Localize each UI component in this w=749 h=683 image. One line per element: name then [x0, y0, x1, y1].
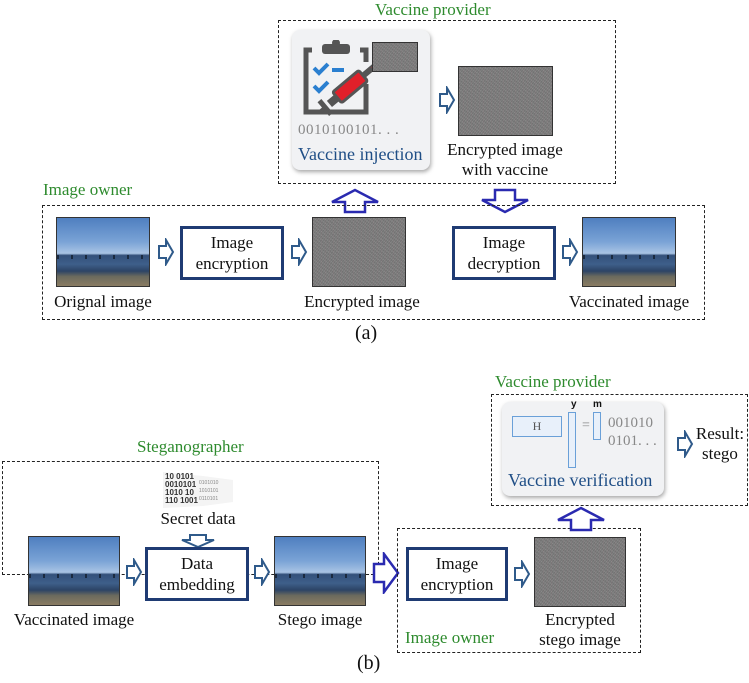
vaccinated-image-label-b: Vaccinated image — [13, 610, 135, 629]
svg-text:1010101: 1010101 — [199, 488, 219, 494]
svg-text:0010101: 0010101 — [165, 480, 197, 489]
image-owner-title-b: Image owner — [405, 628, 495, 647]
binary-vaccine-text: 0010100101. . . — [298, 122, 400, 138]
image-owner-group-a — [42, 205, 705, 320]
svg-text:1010 10: 1010 10 — [165, 488, 194, 497]
vaccinated-image-a — [582, 217, 676, 287]
process-label: embedding — [159, 575, 235, 594]
matrix-h: H — [512, 416, 562, 437]
arrow-right-icon — [158, 238, 175, 266]
process-label: Image — [435, 554, 479, 573]
vaccinated-image-b — [28, 536, 120, 606]
vaccine-verification-title: Vaccine verification — [508, 470, 653, 490]
process-label: Data — [180, 554, 214, 573]
result-label-1: Result: — [695, 424, 745, 443]
process-label: encryption — [195, 254, 269, 273]
big-arrow-up-icon — [331, 188, 379, 214]
equals-sign: = — [582, 418, 590, 433]
image-owner-title-a: Image owner — [43, 180, 133, 199]
svg-text:110 1001: 110 1001 — [165, 496, 198, 505]
process-label: encryption — [420, 575, 494, 594]
vaccine-provider-group-a — [278, 20, 616, 184]
image-encryption-process-a: Image encryption — [180, 226, 284, 280]
encrypted-image-label: Encrypted image — [304, 292, 420, 311]
process-label: decryption — [467, 254, 541, 273]
big-arrow-right-icon — [372, 552, 400, 594]
original-image-label: Orignal image — [54, 292, 152, 311]
vaccine-verification-card: H y = m 001010 0101. . . Vaccine verific… — [502, 399, 664, 496]
steganographer-title: Steganographer — [137, 437, 244, 456]
svg-text:0110101: 0110101 — [199, 496, 218, 502]
vaccine-injection-card: 0010100101. . . Vaccine injection — [292, 30, 430, 170]
vaccine-provider-title-b: Vaccine provider — [495, 372, 611, 391]
clipboard-syringe-icon — [303, 40, 389, 116]
original-image — [56, 217, 150, 287]
encrypted-stego-image — [534, 537, 626, 607]
arrow-right-icon — [562, 238, 579, 266]
svg-text:10 0101: 10 0101 — [165, 472, 194, 481]
m-label: m — [593, 399, 602, 410]
binary-line-1: 001010 — [608, 415, 653, 431]
encrypted-thumbnail — [372, 42, 418, 72]
secret-data-label: Secret data — [160, 509, 236, 528]
result-label-2: stego — [702, 444, 738, 463]
stego-image — [274, 536, 366, 606]
encrypted-stego-label-2: stego image — [539, 630, 621, 649]
arrow-right-icon — [677, 430, 694, 458]
secret-data-binary-icon: 10 0101 0010101 1010 10 110 1001 0101010… — [163, 472, 233, 508]
arrow-right-icon — [291, 238, 308, 266]
arrow-right-icon — [126, 558, 143, 586]
image-encryption-process-b: Image encryption — [406, 547, 508, 601]
caption-b: (b) — [357, 652, 381, 674]
stego-image-label: Stego image — [277, 610, 363, 629]
process-label: Image — [482, 233, 526, 252]
big-arrow-down-icon — [481, 188, 529, 214]
vaccine-provider-group-b — [491, 394, 748, 506]
vaccine-provider-title-a: Vaccine provider — [375, 0, 491, 19]
vector-m — [593, 412, 601, 440]
vector-y — [568, 412, 576, 468]
svg-text:0101010: 0101010 — [199, 480, 219, 486]
process-label: Image — [210, 233, 254, 252]
y-label: y — [571, 399, 577, 410]
vaccinated-image-label-a: Vaccinated image — [568, 292, 690, 311]
encrypted-image-with-vaccine — [458, 66, 553, 136]
arrow-down-icon — [181, 534, 215, 549]
arrow-right-icon — [254, 558, 271, 586]
encrypted-stego-label-1: Encrypted — [545, 610, 615, 629]
vaccine-injection-title: Vaccine injection — [298, 144, 423, 164]
big-arrow-up-icon — [557, 506, 605, 532]
encrypted-vaccine-label-1: Encrypted image — [447, 140, 563, 159]
image-owner-group-b — [397, 528, 641, 653]
arrow-right-icon — [439, 86, 456, 114]
caption-a: (a) — [355, 322, 378, 344]
encrypted-image — [312, 217, 406, 287]
binary-line-2: 0101. . . — [608, 433, 657, 449]
encrypted-vaccine-label-2: with vaccine — [461, 160, 549, 179]
data-embedding-process: Data embedding — [145, 547, 249, 601]
image-decryption-process: Image decryption — [452, 226, 556, 280]
arrow-right-icon — [514, 560, 531, 588]
